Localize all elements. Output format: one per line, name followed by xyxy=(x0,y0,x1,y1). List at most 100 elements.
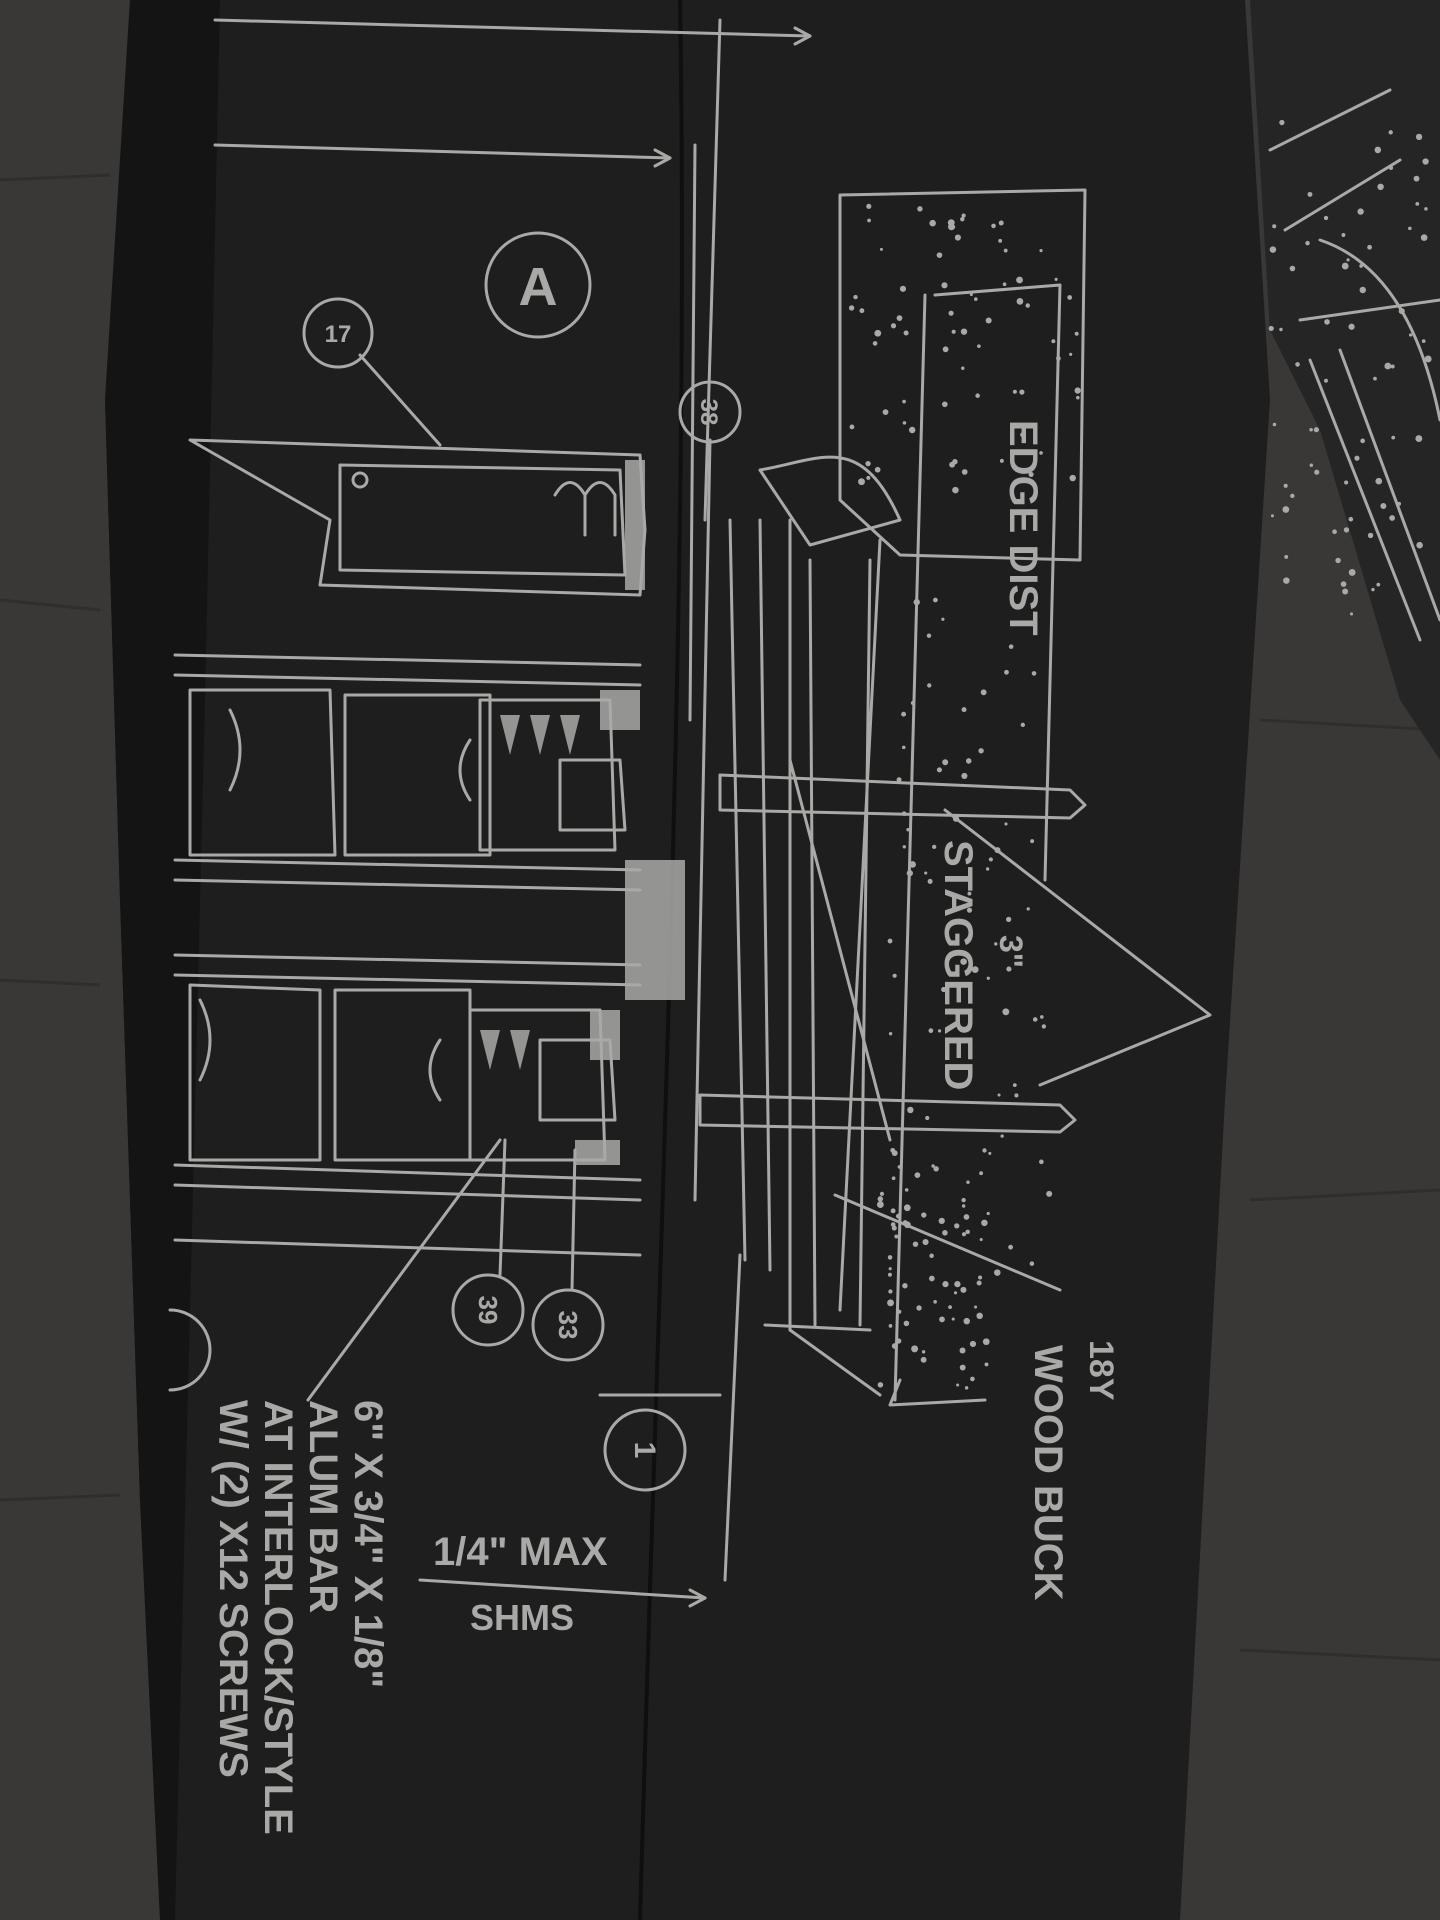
speckle xyxy=(966,1180,970,1184)
speckle xyxy=(1006,916,1012,922)
speckle xyxy=(981,1219,988,1227)
speckle xyxy=(901,811,907,817)
blueprint-print xyxy=(168,18,1440,1608)
wood-buck-number: 18Y xyxy=(1082,1340,1120,1401)
speckle xyxy=(1020,722,1026,728)
speckle xyxy=(914,1172,921,1179)
speckle xyxy=(969,292,973,297)
speckle xyxy=(1309,427,1313,432)
speckle xyxy=(1424,207,1428,211)
speckle xyxy=(1408,226,1412,231)
speckle xyxy=(977,344,981,349)
speckle xyxy=(1041,1024,1047,1029)
callout-17-circle xyxy=(302,297,374,369)
speckle xyxy=(952,486,959,494)
speckle xyxy=(1029,1261,1035,1266)
wall-block-upper xyxy=(838,188,1087,562)
staggered-label: STAGGERED xyxy=(936,840,980,1090)
speckle xyxy=(961,366,965,370)
speckle xyxy=(941,986,947,993)
speckle xyxy=(1004,669,1009,675)
speckle xyxy=(1342,588,1349,595)
speckle xyxy=(1039,451,1043,455)
speckle xyxy=(967,891,972,896)
speckle xyxy=(961,469,968,475)
speckle xyxy=(910,700,916,706)
speckle xyxy=(1415,133,1423,141)
note-line-3: AT INTERLOCK/STYLE xyxy=(256,1400,300,1835)
speckle xyxy=(928,1028,934,1034)
speckle xyxy=(1309,463,1314,468)
speckle xyxy=(1360,438,1366,444)
speckle xyxy=(1019,389,1025,395)
speckle xyxy=(1289,265,1296,272)
speckle xyxy=(892,973,897,978)
sealant-highlights xyxy=(480,460,685,1165)
callout-A-circle xyxy=(484,231,592,339)
speckle xyxy=(1002,1008,1010,1016)
speckle xyxy=(1376,582,1381,587)
speckle xyxy=(1388,130,1393,135)
speckle xyxy=(848,305,855,311)
speckle xyxy=(921,1212,927,1218)
speckle xyxy=(927,683,932,688)
speckle xyxy=(1028,471,1034,478)
speckle xyxy=(932,844,937,850)
speckle xyxy=(924,871,928,875)
speckle xyxy=(891,1343,898,1349)
speckle xyxy=(961,1232,967,1237)
speckle xyxy=(1025,303,1030,308)
speckle xyxy=(907,1106,914,1114)
speckle xyxy=(998,238,1003,243)
speckle xyxy=(936,252,943,258)
speckle xyxy=(961,1197,966,1203)
speckle xyxy=(1040,1015,1044,1019)
speckle xyxy=(959,1347,966,1354)
speckle xyxy=(1283,483,1288,488)
speckle xyxy=(963,1214,970,1220)
speckle xyxy=(933,597,938,603)
speckle xyxy=(913,598,920,606)
speckle xyxy=(1270,514,1274,518)
speckle xyxy=(1341,262,1349,270)
speckle xyxy=(929,1253,934,1259)
speckle xyxy=(933,1300,937,1304)
speckle xyxy=(1074,331,1079,336)
speckle xyxy=(951,329,956,334)
speckle xyxy=(879,1191,885,1196)
speckle xyxy=(985,867,990,871)
speckle xyxy=(849,424,855,430)
speckle xyxy=(947,219,955,227)
speckle xyxy=(1348,516,1354,522)
speckle xyxy=(961,772,968,779)
speckle xyxy=(916,1305,922,1311)
speckle xyxy=(1323,215,1329,221)
speckle xyxy=(888,1267,892,1271)
speckle xyxy=(1390,364,1395,369)
speckle xyxy=(948,1305,952,1310)
wood-buck-label: WOOD BUCK xyxy=(1026,1345,1070,1601)
speckle xyxy=(1346,258,1350,262)
speckle xyxy=(903,1204,911,1212)
speckle xyxy=(979,1238,983,1242)
speckle xyxy=(942,346,949,353)
speckle xyxy=(988,1151,992,1155)
speckle xyxy=(902,421,907,425)
speckle xyxy=(1003,248,1008,253)
speckle xyxy=(965,758,972,764)
speckle xyxy=(909,861,916,868)
floor-wood-grain xyxy=(0,173,1440,1662)
speckle xyxy=(1012,389,1017,394)
speckle xyxy=(921,1350,926,1354)
speckle xyxy=(866,203,872,209)
speckle xyxy=(890,1222,896,1227)
callout-38-label: 38 xyxy=(695,399,722,426)
speckle xyxy=(891,1176,896,1181)
speckle xyxy=(1295,362,1300,367)
speckle xyxy=(865,460,871,467)
speckle xyxy=(963,1317,970,1325)
speckle xyxy=(1076,395,1080,400)
speckle xyxy=(1367,532,1374,539)
speckle xyxy=(975,393,980,398)
speckle xyxy=(978,1275,983,1280)
